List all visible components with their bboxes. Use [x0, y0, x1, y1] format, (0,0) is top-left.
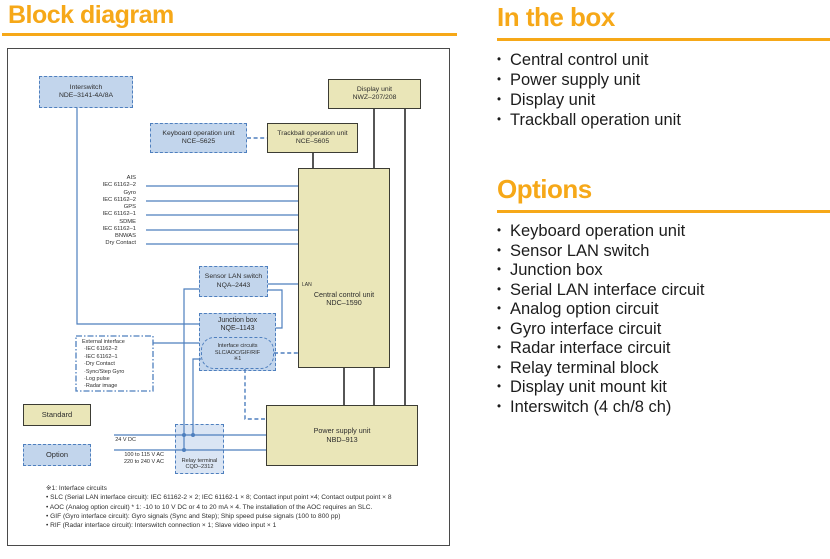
box-relay-terminal: Relay terminal CQD–2312: [175, 424, 224, 474]
footnote-ref: ※1: [233, 356, 242, 363]
external-interface-list: External interface ·IEC 61162–2 ·IEC 611…: [76, 336, 153, 391]
in-the-box-section: In the box Central control unit Power su…: [497, 2, 830, 130]
title-underline: [2, 33, 457, 36]
list-item: Power supply unit: [497, 70, 830, 90]
footnote-line: • RIF (Radar interface circuit): Intersw…: [46, 522, 277, 530]
footnote-line: ※1: Interface circuits: [46, 485, 107, 492]
box-label: SLC/AOC/GIF/RIF: [214, 349, 261, 356]
footnotes: ※1: Interface circuits • SLC (Serial LAN…: [46, 484, 438, 530]
legend-label: Standard: [41, 409, 73, 419]
box-label: Interface circuits: [217, 342, 258, 349]
list-item: ·Sync/Step Gyro: [84, 368, 125, 375]
signal-lines: [146, 185, 298, 245]
box-label: Display unit: [356, 85, 393, 93]
list-item: ·IEC 61162–1: [84, 353, 118, 360]
signal-label-gps: GPS IEC 61162–1: [102, 204, 136, 217]
section-underline: [497, 210, 830, 213]
box-model: NCE–5625: [181, 138, 216, 145]
list-item: Trackball operation unit: [497, 110, 830, 130]
list-item: Junction box: [497, 261, 830, 281]
legend-standard: Standard: [23, 404, 91, 426]
signal-label-bnwas: BNWAS Dry Contact: [105, 233, 136, 246]
footnote-line: • GIF (Gyro interface circuit): Gyro sig…: [46, 512, 341, 520]
box-model: NDC–1590: [326, 298, 362, 308]
list-item: Display unit mount kit: [497, 378, 830, 398]
ifc-to-psu-line: [244, 369, 266, 420]
list-item: Central control unit: [497, 50, 830, 70]
box-model: CQD–2312: [185, 464, 214, 471]
box-interswitch: Interswitch NDE–3141-4A/8A: [39, 76, 133, 108]
box-model: NQE–1143: [220, 325, 255, 333]
block-diagram-frame: Interswitch NDE–3141-4A/8A Display unit …: [7, 48, 450, 546]
list-title: External interface: [82, 339, 125, 345]
box-keyboard-operation-unit: Keyboard operation unit NCE–5625: [150, 123, 247, 153]
box-label: Junction box: [217, 317, 258, 324]
options-section: Options Keyboard operation unit Sensor L…: [497, 174, 830, 417]
lan-port-label: LAN: [302, 282, 312, 288]
signal-label-ais: AIS IEC 61162–2: [102, 175, 136, 188]
box-model: NQA–2443: [216, 281, 251, 289]
list-item: Analog option circuit: [497, 300, 830, 320]
in-the-box-list: Central control unit Power supply unit D…: [497, 50, 830, 130]
list-item: Radar interface circuit: [497, 339, 830, 359]
list-item: Keyboard operation unit: [497, 222, 830, 242]
box-sensor-lan-switch: Sensor LAN switch NQA–2443: [199, 266, 268, 297]
box-label: Power supply unit: [313, 426, 371, 436]
box-label: Interswitch: [69, 83, 103, 91]
box-label: Keyboard operation unit: [162, 129, 235, 137]
footnote-line: • AOC (Analog option circuit) * 1: -10 t…: [46, 503, 373, 511]
legend-option: Option: [23, 444, 91, 466]
box-label: Central control unit: [313, 290, 375, 299]
box-model: NDE–3141-4A/8A: [58, 92, 114, 99]
list-item: Relay terminal block: [497, 359, 830, 379]
box-power-supply-unit: Power supply unit NBD–913: [266, 405, 418, 466]
section-title-in-the-box: In the box: [497, 2, 615, 32]
box-display-unit: Display unit NWZ–207/208: [328, 79, 421, 109]
box-model: NCE–5605: [295, 138, 330, 145]
box-trackball-operation-unit: Trackball operation unit NCE–5605: [267, 123, 358, 153]
page-title: Block diagram: [8, 1, 174, 29]
box-model: NWZ–207/208: [352, 94, 397, 101]
box-central-control-unit: LAN Central control unit NDC–1590: [298, 168, 390, 368]
list-item: Display unit: [497, 90, 830, 110]
power-label-dc: 24 V DC: [115, 437, 136, 443]
box-junction-box: Junction box NQE–1143 Interface circuits…: [199, 313, 276, 371]
list-item: ·IEC 61162–2: [84, 346, 118, 353]
list-item: Interswitch (4 ch/8 ch): [497, 398, 830, 418]
list-item: Serial LAN interface circuit: [497, 281, 830, 301]
box-interface-circuits: Interface circuits SLC/AOC/GIF/RIF ※1: [201, 337, 274, 369]
section-underline: [497, 38, 830, 41]
list-item: ·Dry Contact: [84, 361, 115, 368]
signal-label-gyro: Gyro IEC 61162–2: [102, 190, 136, 203]
list-item: Sensor LAN switch: [497, 242, 830, 262]
signal-label-sdme: SDME IEC 61162–1: [102, 219, 136, 232]
list-item: Gyro interface circuit: [497, 320, 830, 340]
box-label: Sensor LAN switch: [204, 273, 263, 281]
power-label-ac: 100 to 115 V AC 220 to 240 V AC: [123, 452, 164, 465]
list-item: ·Log pulse: [84, 376, 110, 383]
legend-label: Option: [45, 449, 69, 459]
box-label: Relay terminal: [181, 457, 218, 464]
box-model: NBD–913: [326, 434, 358, 444]
list-item: ·Radar image: [84, 383, 118, 390]
section-title-options: Options: [497, 174, 592, 204]
options-list: Keyboard operation unit Sensor LAN switc…: [497, 222, 830, 417]
footnote-line: • SLC (Serial LAN interface circuit): IE…: [46, 494, 392, 502]
box-label: Trackball operation unit: [277, 129, 348, 137]
